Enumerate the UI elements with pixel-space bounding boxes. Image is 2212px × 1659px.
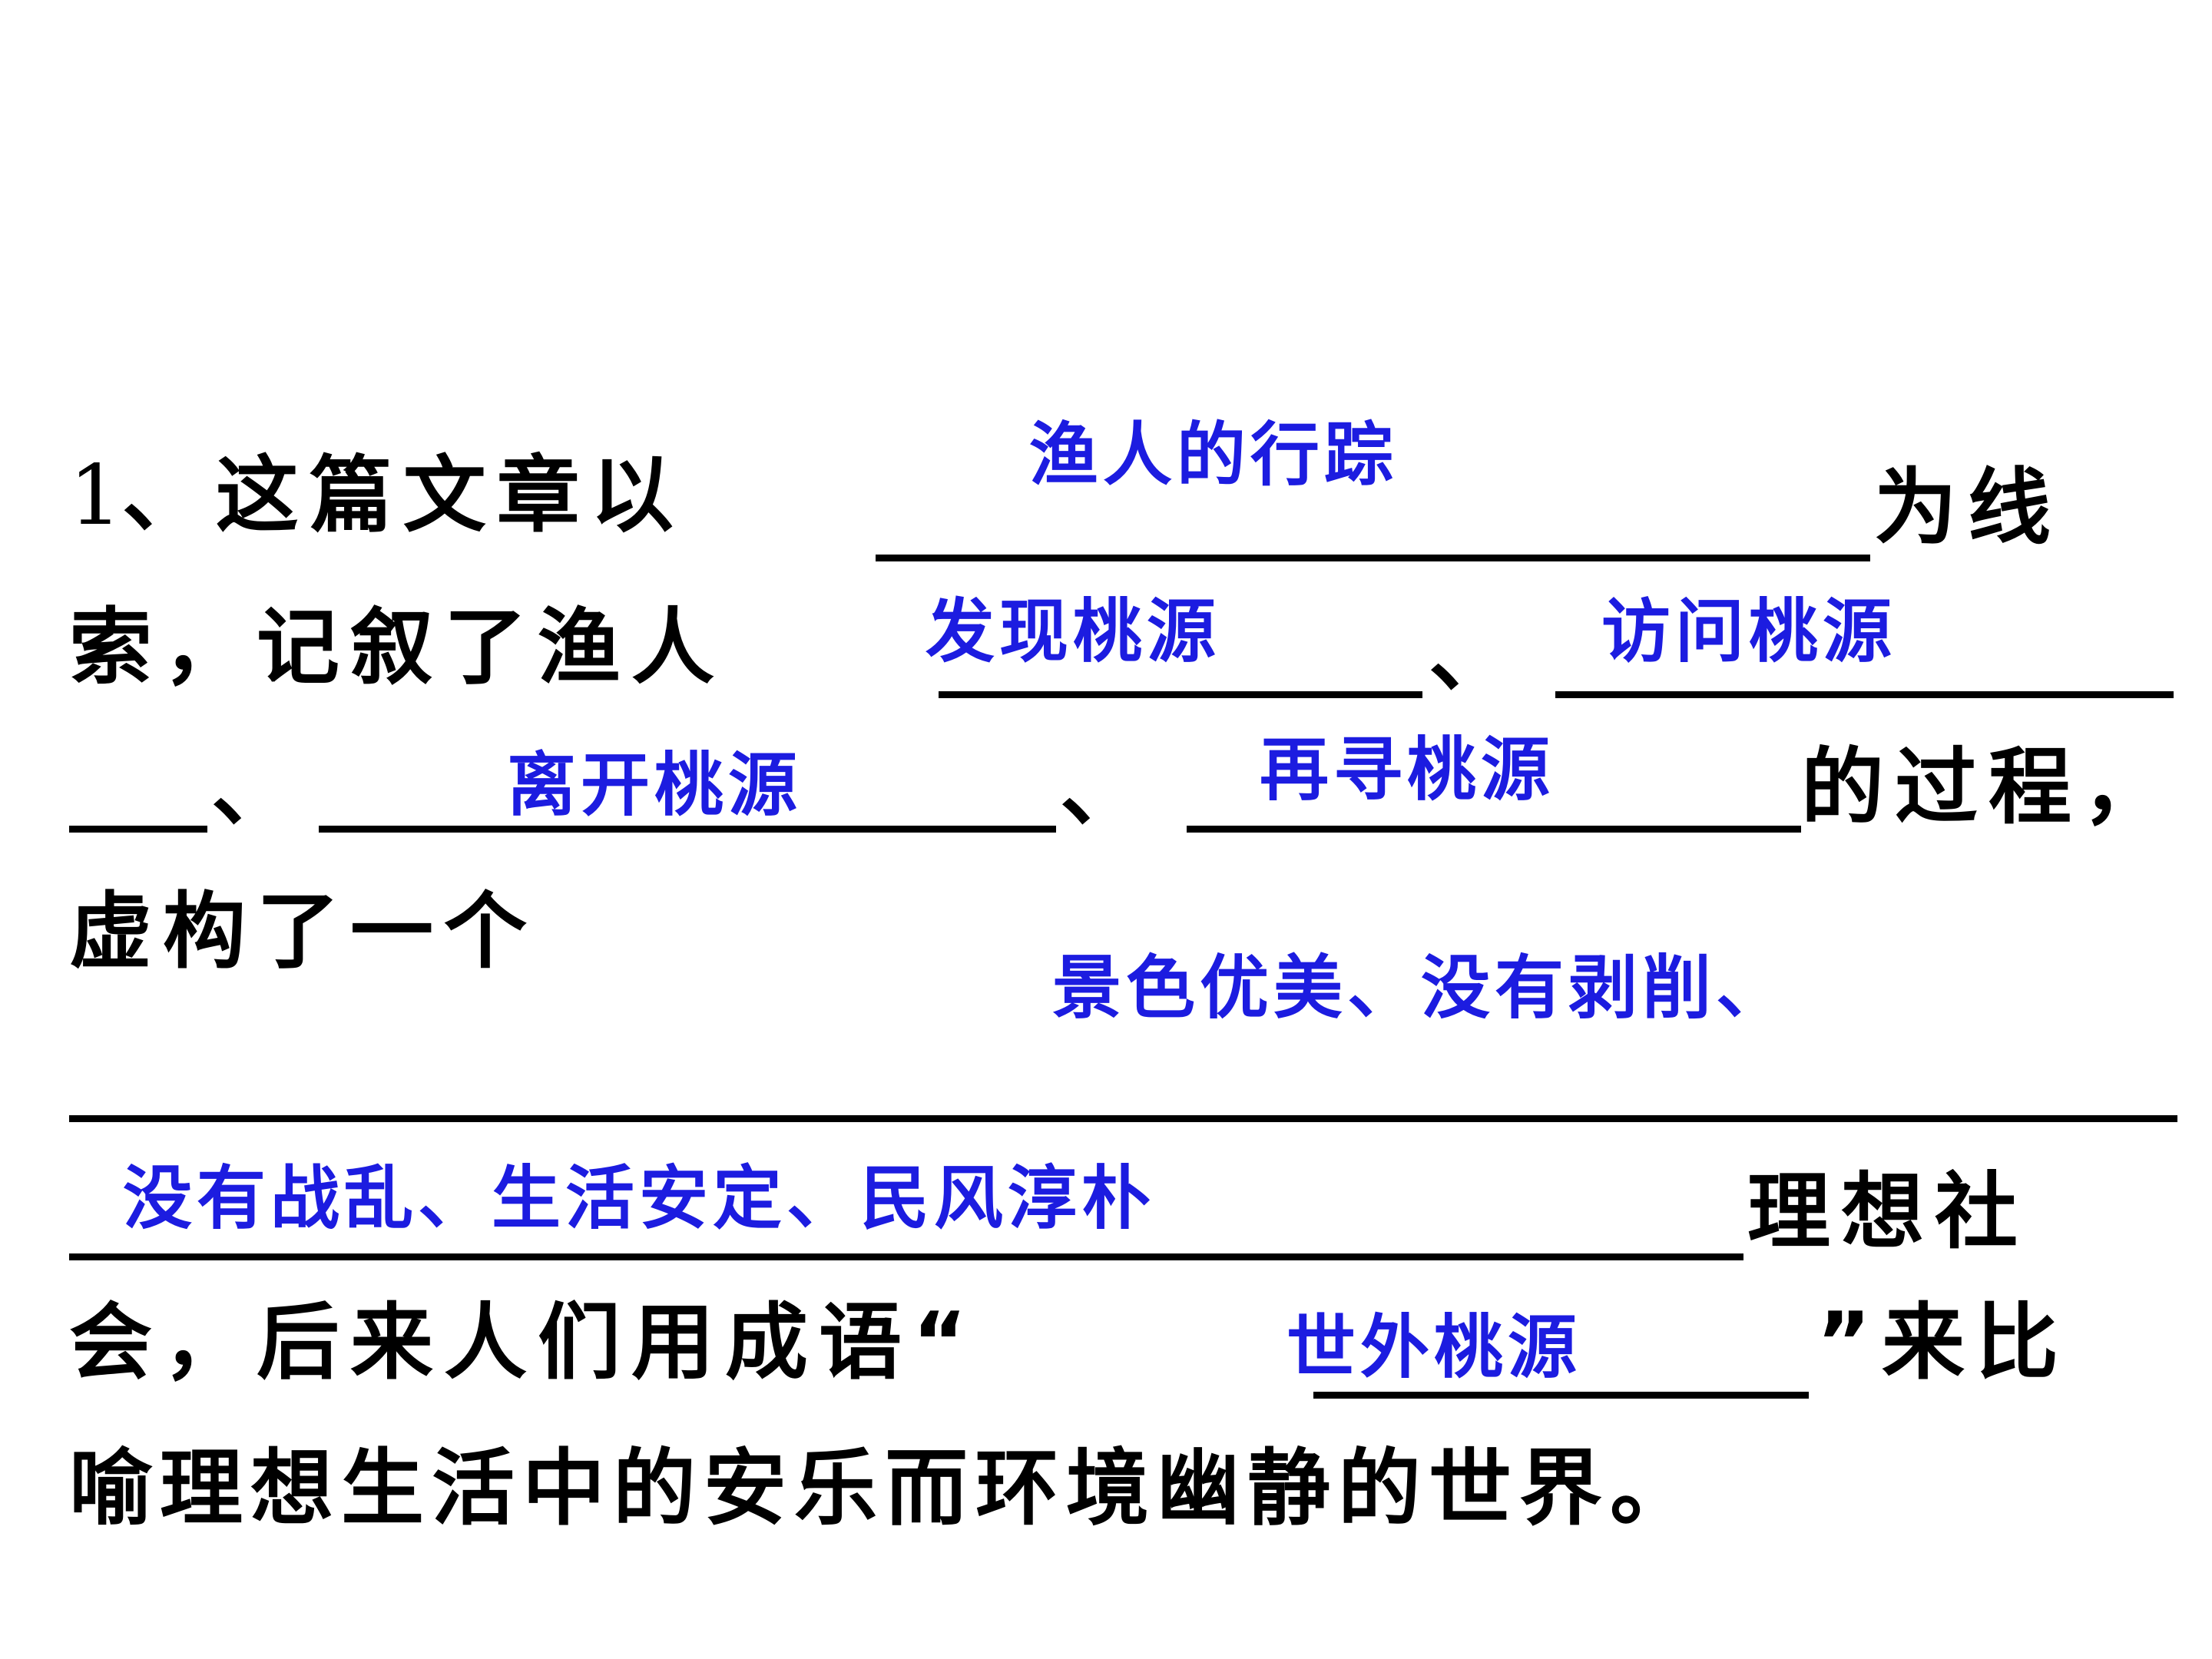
answer-step1: 发现桃源 xyxy=(926,591,1220,672)
question-line-3-sep1: 、 xyxy=(211,742,306,838)
answer-step4: 再寻桃源 xyxy=(1260,730,1555,810)
question-line-7-prefix: 会，后来人们用成语“ xyxy=(69,1295,978,1391)
question-line-1: 1、这篇文章以 xyxy=(69,455,684,538)
question-line-1-prefix: 、这篇文章以 xyxy=(121,448,684,544)
blank-society-2 xyxy=(69,1253,1743,1260)
question-line-3-sep2: 、 xyxy=(1060,742,1154,838)
question-line-7-suffix: ”来比 xyxy=(1816,1295,2069,1391)
question-number: 1 xyxy=(69,448,122,544)
question-line-3-suffix: 的过程， xyxy=(1801,740,2177,836)
answer-idiom: 世外桃源 xyxy=(1286,1307,1581,1388)
question-line-1-suffix: 为线 xyxy=(1874,460,2062,556)
blank-step1 xyxy=(939,691,1422,698)
question-line-2-prefix: 索，记叙了渔人 xyxy=(69,600,726,696)
blank-idiom xyxy=(1313,1392,1809,1399)
blank-step2-continued xyxy=(69,826,207,833)
question-line-6-suffix: 理想社 xyxy=(1747,1164,2029,1260)
answer-step2: 访问桃源 xyxy=(1601,591,1896,672)
blank-step3 xyxy=(319,826,1056,833)
question-line-8: 喻理想生活中的安乐而环境幽静的世界。 xyxy=(69,1441,1701,1537)
blank-society-1 xyxy=(69,1115,2177,1122)
question-line-4: 虚构了一个 xyxy=(69,884,538,980)
answer-step3: 离开桃源 xyxy=(507,745,802,826)
answer-society-1: 景色优美、没有剥削、 xyxy=(1052,948,1790,1028)
blank-clue xyxy=(876,555,1870,561)
blank-step2 xyxy=(1555,691,2174,698)
answer-clue: 渔人的行踪 xyxy=(1029,415,1398,495)
answer-society-2: 没有战乱、生活安定、民风淳朴 xyxy=(123,1158,1155,1239)
blank-step4 xyxy=(1187,826,1801,833)
question-line-2-sep: 、 xyxy=(1429,608,1523,704)
